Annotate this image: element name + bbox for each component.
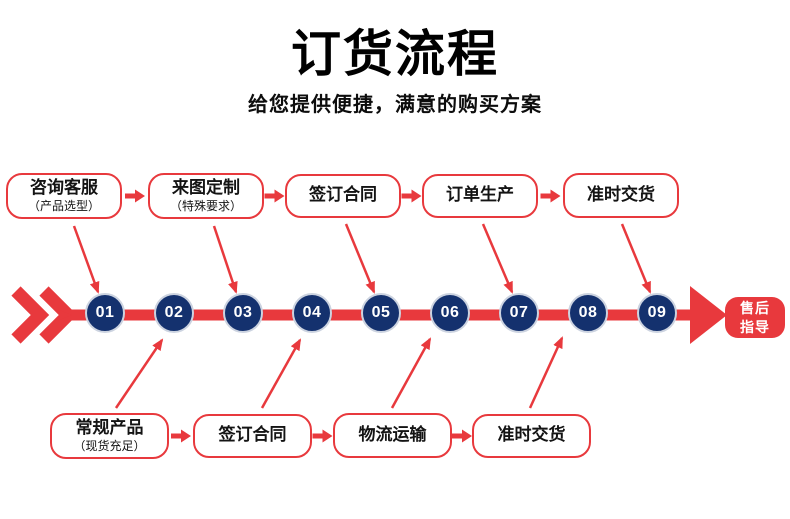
step-box-label: 签订合同 [218, 425, 287, 445]
timeline-step-07: 07 [499, 293, 539, 333]
step-box-custom-drawing: 来图定制 （特殊要求） [148, 173, 264, 219]
step-box-order-production: 订单生产 [422, 174, 538, 218]
step-number: 02 [164, 304, 184, 321]
step-number: 09 [647, 304, 667, 321]
step-box-sign-contract-bottom: 签订合同 [193, 414, 312, 458]
step-box-consult-service: 咨询客服 （产品选型） [6, 173, 122, 219]
timeline-step-02: 02 [154, 293, 194, 333]
after-sales-guidance-box: 售后 指导 [725, 297, 785, 338]
timeline-step-09: 09 [637, 293, 677, 333]
step-number: 08 [578, 304, 598, 321]
step-box-on-time-delivery-top: 准时交货 [563, 173, 679, 218]
step-box-label: 订单生产 [446, 185, 514, 205]
step-number: 05 [371, 304, 391, 321]
step-box-note: （现货充足） [73, 438, 146, 453]
step-box-logistics: 物流运输 [333, 413, 452, 458]
timeline-step-04: 04 [292, 293, 332, 333]
step-number: 07 [509, 304, 529, 321]
timeline-step-08: 08 [568, 293, 608, 333]
page-title: 订货流程 [291, 26, 499, 82]
step-box-label: 准时交货 [497, 425, 566, 445]
step-number: 06 [440, 304, 460, 321]
step-box-note: （特殊要求） [169, 198, 242, 213]
step-box-label: 咨询客服 [30, 177, 98, 197]
timeline-step-01: 01 [85, 293, 125, 333]
box-link-arrow-icons [125, 189, 561, 443]
page-subtitle: 给您提供便捷，满意的购买方案 [248, 94, 542, 116]
step-box-label: 常规产品 [75, 417, 144, 437]
step-number: 04 [302, 304, 322, 321]
timeline-step-03: 03 [223, 293, 263, 333]
timeline-end-arrow-icon [690, 286, 727, 344]
step-box-note: （产品选型） [27, 198, 100, 213]
step-box-label: 签订合同 [309, 185, 377, 205]
end-label-line2: 指导 [740, 318, 770, 335]
start-chevrons-icon [11, 286, 78, 344]
top-connector-arrows [72, 223, 652, 294]
step-box-regular-product: 常规产品 （现货充足） [50, 413, 169, 459]
step-number: 03 [233, 304, 253, 321]
end-label-line1: 售后 [740, 299, 770, 316]
step-box-sign-contract-top: 签订合同 [285, 174, 401, 218]
step-box-on-time-delivery-bottom: 准时交货 [472, 414, 591, 458]
step-box-label: 准时交货 [587, 184, 655, 204]
step-box-label: 物流运输 [358, 424, 427, 444]
step-number: 01 [95, 304, 115, 321]
step-box-label: 来图定制 [172, 177, 240, 197]
bottom-connector-arrows [114, 336, 564, 409]
timeline-step-06: 06 [430, 293, 470, 333]
timeline-step-05: 05 [361, 293, 401, 333]
